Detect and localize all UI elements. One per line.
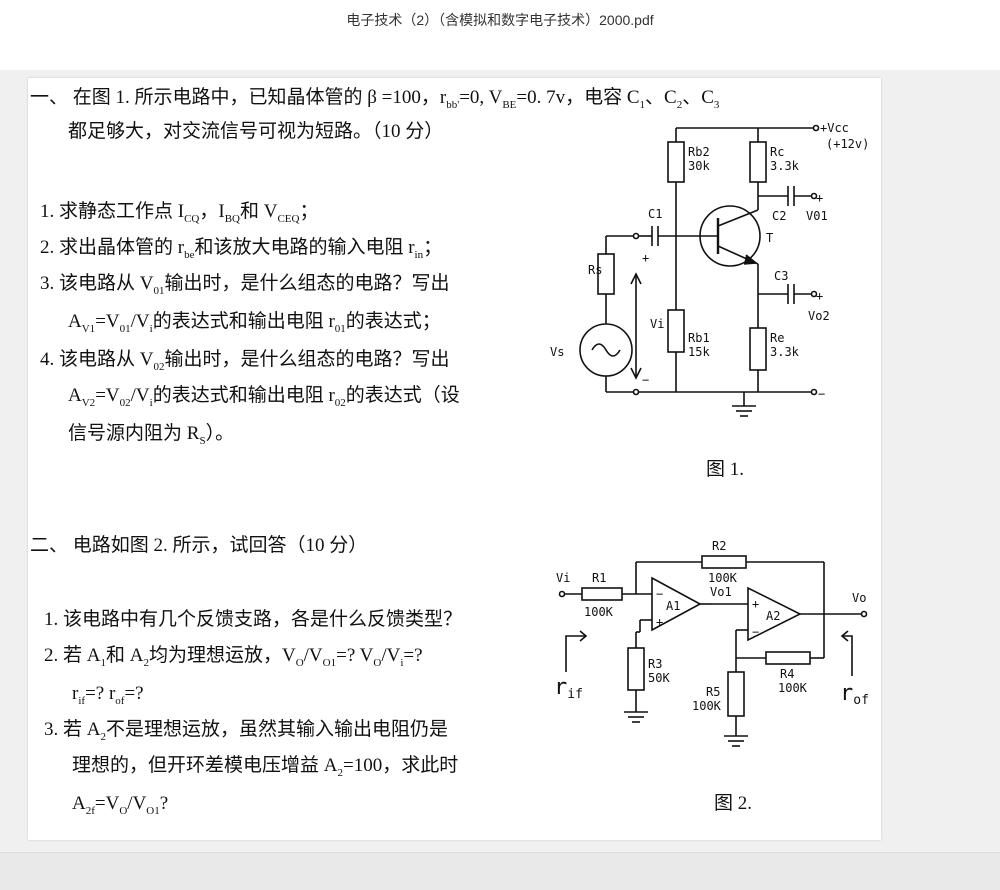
fig1-rb1-value: 15k — [688, 345, 710, 359]
q1-item-2: 2. 求出晶体管的 rbe和该放大电路的输入电阻 rin； — [40, 237, 443, 261]
fig1-rb2-label: Rb2 — [688, 145, 710, 159]
fig1-re-label: Re — [770, 331, 784, 345]
fig2-r4-label: R4 — [780, 667, 794, 681]
fig2-r1-label: R1 — [592, 571, 606, 585]
fig2-rof-label: rof — [840, 681, 869, 708]
fig1-rs-label: Rs — [588, 263, 602, 277]
fig1-vi-label: Vi — [650, 317, 664, 331]
q2-item-3-line2: 理想的，但开环差模电压增益 A2=100，求此时 — [72, 755, 459, 779]
viewer-toolbar: 电子技术（2）（含模拟和数字电子技术）2000.pdf — [0, 0, 1000, 70]
q1-item-3-line2: AV1=V01/Vi的表达式和输出电阻 r01的表达式； — [68, 311, 441, 335]
fig1-vo2-plus: + — [816, 289, 823, 303]
q2-item-2-line2: rif=? rof=? — [72, 683, 144, 707]
fig2-r2-label: R2 — [712, 539, 726, 553]
fig1-vo2-label: Vo2 — [808, 309, 830, 323]
fig2-vi-label: Vi — [556, 571, 570, 585]
fig1-v01-label: V01 — [806, 209, 828, 223]
q1-marker: 一、 — [30, 87, 69, 108]
fig1-c3-label: C3 — [774, 269, 788, 283]
q1-intro-line2: 都足够大，对交流信号可视为短路。（10 分） — [68, 121, 444, 142]
fig1-rc-value: 3.3k — [770, 159, 800, 173]
fig2-vo1-label: Vo1 — [710, 585, 732, 599]
fig1-rb1-label: Rb1 — [688, 331, 710, 345]
q2-marker: 二、 — [30, 535, 69, 556]
fig2-vo-label: Vo — [852, 591, 866, 605]
q2-item-1: 1. 该电路中有几个反馈支路，各是什么反馈类型？ — [44, 609, 463, 630]
figure-2-circuit: Vi R1 100K R2 100K − + A1 Vo1 + − A2 Vo … — [554, 539, 869, 747]
fig1-vi-minus: − — [642, 373, 649, 387]
pdf-page: 一、 在图 1. 所示电路中，已知晶体管的 β =100，rbb'=0, VBE… — [28, 78, 881, 840]
q1-item-4: 4. 该电路从 V02输出时，是什么组态的电路？写出 — [40, 349, 450, 373]
fig1-v01-plus: + — [816, 191, 823, 205]
q1-item-3: 3. 该电路从 V01输出时，是什么组态的电路？写出 — [40, 273, 450, 297]
fig2-r5-label: R5 — [706, 685, 720, 699]
fig2-a2-label: A2 — [766, 609, 780, 623]
q2-item-3-line3: A2f=VO/VO1? — [72, 793, 169, 817]
fig1-rc-label: Rc — [770, 145, 784, 159]
fig1-vcc-value: (+12v) — [826, 137, 868, 151]
fig2-r5-value: 100K — [692, 699, 722, 713]
fig1-vs-label: Vs — [550, 345, 564, 359]
fig2-a2-minus: − — [752, 625, 759, 639]
q2-item-3: 3. 若 A2不是理想运放，虽然其输入输出电阻仍是 — [44, 719, 448, 743]
fig1-c1-label: C1 — [648, 207, 662, 221]
fig2-r4-value: 100K — [778, 681, 808, 695]
figure-1-circuit: +Vcc (+12v) Rb2 30k Rc 3.3k C1 C2 V01 + … — [550, 121, 868, 417]
fig2-a1-minus: − — [656, 587, 663, 601]
q2-intro: 二、 电路如图 2. 所示，试回答（10 分） — [30, 535, 368, 556]
fig1-vi-plus: + — [642, 251, 649, 265]
fig2-r3-label: R3 — [648, 657, 662, 671]
fig2-a1-plus: + — [656, 615, 663, 629]
figure-1-caption: 图 1. — [706, 459, 745, 480]
fig2-r2-value: 100K — [708, 571, 738, 585]
next-page-strip — [0, 852, 1000, 890]
fig2-r3-value: 50K — [648, 671, 670, 685]
fig2-a2-plus: + — [752, 597, 759, 611]
figure-2-caption: 图 2. — [714, 793, 753, 814]
q1-item-4-line3: 信号源内阻为 RS）。 — [68, 423, 235, 447]
fig2-rif-label: rif — [554, 675, 583, 702]
fig1-transistor-label: T — [766, 231, 773, 245]
fig1-re-value: 3.3k — [770, 345, 800, 359]
fig1-rb2-value: 30k — [688, 159, 710, 173]
fig2-r1-value: 100K — [584, 605, 614, 619]
q2-item-2: 2. 若 A1和 A2均为理想运放，VO/VO1=? VO/Vi=? — [44, 645, 423, 669]
fig1-output-minus: − — [818, 387, 825, 401]
fig2-a1-label: A1 — [666, 599, 680, 613]
q1-intro-line1: 一、 在图 1. 所示电路中，已知晶体管的 β =100，rbb'=0, VBE… — [30, 87, 720, 111]
document-title: 电子技术（2）（含模拟和数字电子技术）2000.pdf — [346, 12, 654, 28]
q1-item-1: 1. 求静态工作点 ICQ，IBQ和 VCEQ； — [40, 201, 319, 225]
fig1-vcc-label: +Vcc — [820, 121, 849, 135]
q1-item-4-line2: AV2=V02/Vi的表达式和输出电阻 r02的表达式（设 — [68, 385, 460, 409]
fig1-c2-label: C2 — [772, 209, 786, 223]
